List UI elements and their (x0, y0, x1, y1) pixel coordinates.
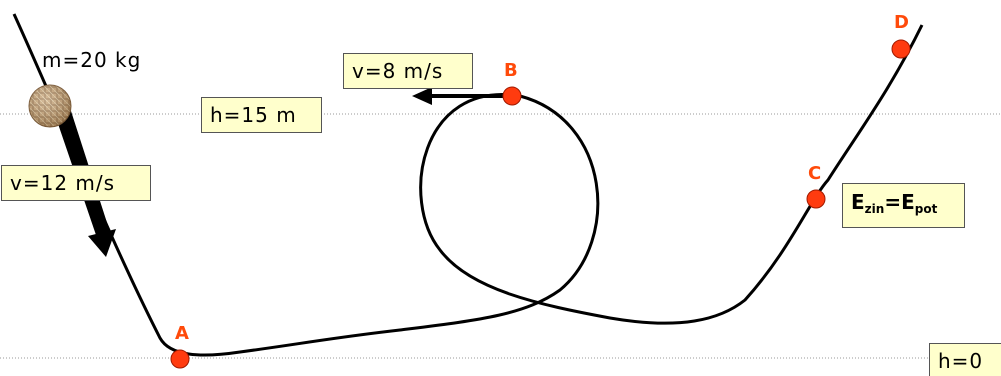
energy-sub-potential: pot (914, 202, 938, 216)
energy-symbol-potential: E (901, 190, 915, 214)
velocity-b-label: v=8 m/s (343, 53, 473, 89)
point-b-label: B (504, 60, 518, 81)
height-top-label: h=15 m (201, 97, 322, 133)
point-a-label: A (175, 323, 189, 344)
point-c-label: C (808, 163, 822, 184)
point-c-marker (806, 189, 826, 209)
point-a-marker (170, 349, 190, 369)
velocity-start-label: v=12 m/s (1, 165, 151, 201)
mass-label: m=20 kg (42, 48, 142, 72)
energy-equals: = (884, 190, 902, 214)
energy-equation-label: Ezin=Epot (842, 183, 965, 228)
height-bottom-label: h=0 (929, 343, 1001, 376)
energy-symbol-kinetic: E (851, 190, 865, 214)
mass-ball-shade (29, 85, 71, 127)
velocity-arrowhead-b (412, 87, 432, 105)
point-d-marker (891, 39, 911, 59)
point-b-marker (502, 86, 522, 106)
point-d-label: D (894, 12, 909, 33)
velocity-arrowhead-start (88, 229, 116, 257)
energy-sub-kinetic: zin (864, 202, 885, 216)
